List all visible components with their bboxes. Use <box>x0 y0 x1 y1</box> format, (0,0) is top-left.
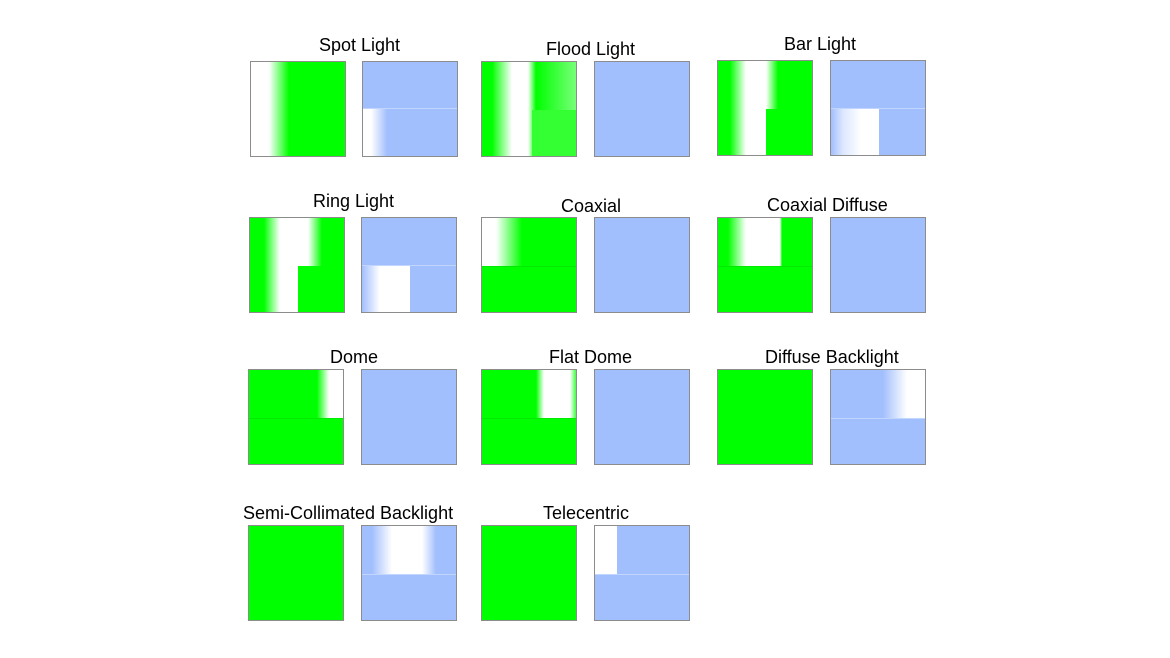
semi-collimated-backlight-left-square <box>248 525 344 621</box>
coaxial-diffuse-left-square <box>717 217 813 313</box>
title-ring-light: Ring Light <box>313 191 395 211</box>
flood-light-left-square <box>481 61 577 157</box>
coaxial-left-square <box>481 217 577 313</box>
title-flat-dome: Flat Dome <box>549 347 633 367</box>
spot-light-right-square <box>362 61 458 157</box>
title-telecentric: Telecentric <box>543 503 630 523</box>
dome-right-square <box>361 369 457 465</box>
title-diffuse-backlight: Diffuse Backlight <box>765 347 899 367</box>
ring-light-left-square <box>249 217 345 313</box>
title-coaxial-diffuse: Coaxial Diffuse <box>767 195 888 215</box>
coaxial-diffuse-right-square <box>830 217 926 313</box>
coaxial-right-square <box>594 217 690 313</box>
telecentric-right-square <box>594 525 690 621</box>
dome-left-square <box>248 369 344 465</box>
ring-light-right-square <box>361 217 457 313</box>
semi-collimated-backlight-right-square <box>361 525 457 621</box>
flood-light-right-square <box>594 61 690 157</box>
title-coaxial: Coaxial <box>561 196 622 216</box>
flat-dome-left-square <box>481 369 577 465</box>
flat-dome-right-square <box>594 369 690 465</box>
bar-light-left-square <box>717 60 813 156</box>
title-spot-light: Spot Light <box>319 35 401 55</box>
telecentric-left-square <box>481 525 577 621</box>
bar-light-right-square <box>830 60 926 156</box>
spot-light-left-square <box>250 61 346 157</box>
diffuse-backlight-right-square <box>830 369 926 465</box>
title-flood-light: Flood Light <box>546 39 636 59</box>
diffuse-backlight-left-square <box>717 369 813 465</box>
title-bar-light: Bar Light <box>784 34 857 54</box>
title-dome: Dome <box>330 347 379 367</box>
title-semi-collimated-backlight: Semi-Collimated Backlight <box>243 503 454 523</box>
